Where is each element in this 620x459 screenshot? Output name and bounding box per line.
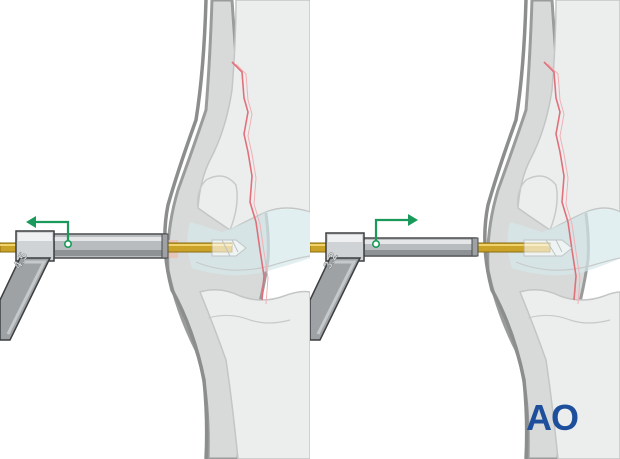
knee-illustration-left: 4.5 [0,0,310,459]
tibia [518,289,620,459]
panel-step-right: 3.2 [310,0,620,459]
arrow-right-icon [371,214,418,249]
fracture-line [231,61,265,301]
knee-illustration-right: 3.2 [310,0,620,459]
ao-logo: AO [526,397,579,436]
tibia [198,289,310,459]
fracture-line [543,61,577,301]
arrow-left-icon [26,216,73,249]
panel-step-left: 4.5 [0,0,310,459]
drill-tip [523,239,573,257]
ao-logo-text: AO [526,397,578,436]
